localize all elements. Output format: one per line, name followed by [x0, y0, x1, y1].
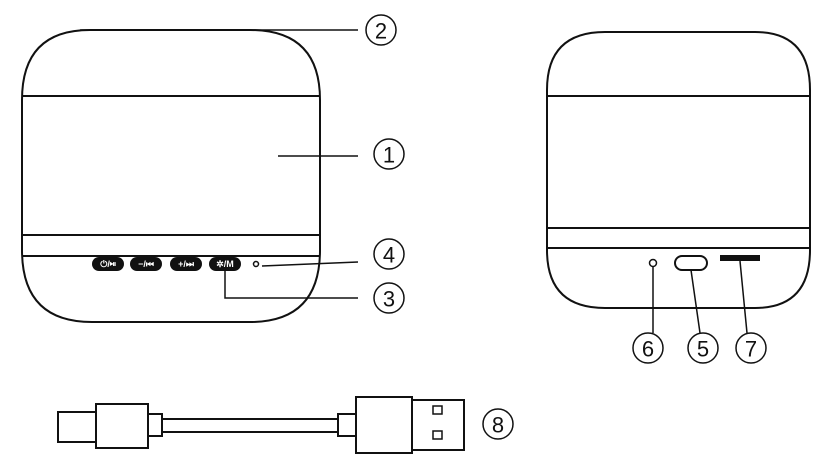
speaker-front-body: [21, 29, 321, 323]
leader-line-5: [690, 269, 701, 334]
control-button-power[interactable]: ⏻/⏯: [92, 257, 124, 271]
callout-3: 3: [373, 282, 405, 314]
usb-c-strain-relief: [147, 413, 163, 437]
svg-text:5: 5: [697, 337, 709, 362]
callout-6: 6: [632, 332, 664, 364]
svg-text:2: 2: [375, 19, 387, 44]
usb-a-contact-top: [432, 405, 443, 415]
usb-a-plug-connector: [411, 399, 465, 451]
control-button-light-mode[interactable]: ✲/M: [209, 257, 241, 271]
aux-slot: [720, 255, 760, 261]
usb-c-plug-tip: [57, 411, 97, 443]
light-mode-icon: ✲/M: [216, 259, 234, 269]
reset-hole[interactable]: [648, 258, 658, 268]
callout-8: 8: [482, 408, 514, 440]
indicator-light: [252, 260, 260, 268]
callout-7: 7: [735, 332, 767, 364]
volume-up-next-icon: +/⏭: [178, 259, 195, 269]
svg-text:6: 6: [642, 337, 654, 362]
svg-text:7: 7: [745, 337, 757, 362]
svg-text:1: 1: [383, 143, 395, 168]
usb-cable: [57, 396, 465, 454]
svg-text:4: 4: [383, 243, 395, 268]
control-button-volume-up[interactable]: +/⏭: [170, 257, 202, 271]
speaker-back-body: [546, 31, 811, 309]
volume-down-previous-icon: −/⏮: [138, 259, 154, 269]
power-play-pause-icon: ⏻/⏯: [100, 259, 116, 269]
usb-a-strain-relief: [337, 413, 357, 437]
speaker-back-view: [546, 31, 811, 309]
usb-c-plug-housing: [95, 403, 149, 449]
usb-a-plug-housing: [355, 396, 413, 454]
callout-1: 1: [373, 138, 405, 170]
svg-text:3: 3: [383, 287, 395, 312]
usb-c-port[interactable]: [674, 255, 708, 271]
leader-line-4: [261, 261, 359, 267]
callout-4: 4: [373, 238, 405, 270]
speaker-front-view: ⏻/⏯ −/⏮ +/⏭ ✲/M: [21, 29, 321, 323]
callout-5: 5: [687, 332, 719, 364]
leader-line-3: [224, 271, 358, 299]
leader-line-7: [739, 260, 748, 334]
control-button-volume-down[interactable]: −/⏮: [130, 257, 162, 271]
usb-a-contact-bottom: [432, 430, 443, 440]
svg-text:8: 8: [492, 413, 504, 438]
callout-2: 2: [365, 14, 397, 46]
